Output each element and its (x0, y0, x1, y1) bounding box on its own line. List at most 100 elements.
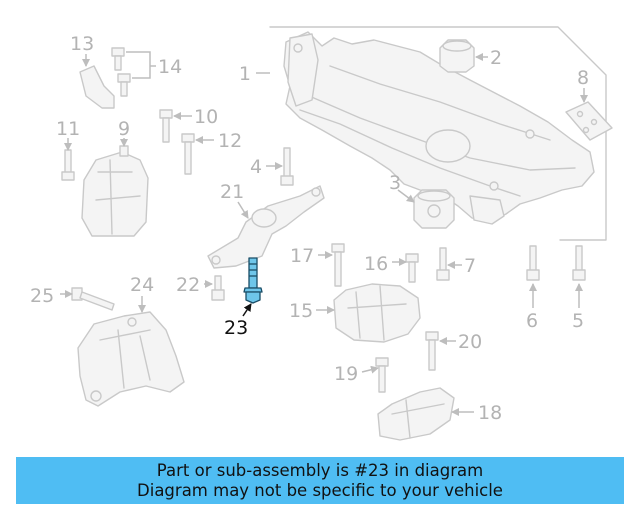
callout-1: 1 (239, 63, 251, 85)
part-23-bolt-highlighted (243, 257, 263, 304)
leader-lines (60, 51, 588, 416)
caption-line-2: Diagram may not be specific to your vehi… (137, 480, 503, 500)
bolt-5-head (572, 269, 586, 281)
callout-8: 8 (577, 67, 589, 89)
callout-3: 3 (389, 172, 401, 194)
bolt-12-head (181, 133, 195, 143)
bracket-18-body (377, 387, 455, 441)
bracket-24-body (77, 311, 185, 407)
part-25-bolt (71, 287, 115, 311)
subframe-rear-foot (469, 195, 505, 225)
part-13-bracket (79, 65, 115, 109)
bolt-14a-shank (114, 55, 122, 71)
callout-13: 13 (70, 33, 94, 55)
callout-20: 20 (458, 331, 482, 353)
callout-6: 6 (526, 310, 538, 332)
bolt-14a-head (111, 47, 125, 57)
bolt-7-head (436, 269, 450, 281)
part-3-bushing (413, 189, 455, 229)
part-18-bracket (377, 387, 455, 441)
leader-21 (237, 201, 249, 219)
bolt-20-head (425, 331, 439, 341)
callout-24: 24 (130, 274, 154, 296)
plate-8-hole-2 (590, 118, 598, 126)
bushing-3-top (417, 190, 451, 202)
bolt-16-shank (408, 261, 416, 283)
plate-8-hole-1 (576, 110, 584, 118)
subframe-rib-2 (329, 65, 551, 141)
callout-23: 23 (224, 317, 248, 339)
part-7-bolt (436, 247, 450, 281)
callout-21: 21 (220, 181, 244, 203)
callout-14: 14 (158, 56, 182, 78)
mount-15-detail (347, 285, 407, 341)
bolt-25-shank (79, 291, 115, 311)
bolt-6-head (526, 269, 540, 281)
mount-9-body (81, 151, 149, 237)
callout-22: 22 (176, 274, 200, 296)
leader-3 (397, 189, 415, 203)
part-8-plate (565, 101, 613, 141)
bracket-24-hole-2 (127, 317, 137, 327)
bracket-24-hole-1 (90, 390, 102, 402)
bolt-10-head (159, 109, 173, 119)
caption-line-1: Part or sub-assembly is #23 in diagram (156, 460, 484, 480)
bolt-4-head (280, 175, 294, 186)
bolt-14b-shank (120, 81, 128, 97)
bolt-16-head (405, 253, 419, 263)
part-22-bolt (211, 275, 225, 301)
bolt-17-shank (334, 251, 342, 287)
subframe-outline-box (269, 26, 607, 241)
part-21-torque-arm (207, 185, 325, 269)
bracket-24-detail (99, 329, 151, 389)
part-16-bolt (405, 253, 419, 283)
bolt-10-shank (162, 117, 170, 143)
part-1-subframe (269, 26, 607, 241)
plate-8-body (565, 101, 613, 141)
bolt-14b-head (117, 73, 131, 83)
bolt-17-head (331, 243, 345, 253)
callout-12: 12 (218, 130, 242, 152)
bolt-23-head (245, 291, 261, 304)
part-20-bolt (425, 331, 439, 371)
part-6-bolt (526, 245, 540, 281)
leader-23 (242, 303, 252, 317)
bolt-5-shank (575, 245, 583, 273)
callout-16: 16 (364, 253, 388, 275)
part-15-mount (333, 283, 421, 343)
part-17-bolt (331, 243, 345, 287)
callout-2: 2 (490, 47, 502, 69)
part-5-bolt (572, 245, 586, 281)
subframe-bolt-hole-2 (525, 129, 535, 139)
part-19-bolt (375, 357, 389, 393)
mount-9-stud (119, 145, 129, 157)
torque-arm-end-hole (211, 255, 221, 265)
callout-5: 5 (572, 310, 584, 332)
callout-25: 25 (30, 285, 54, 307)
bracket-13-body (79, 65, 115, 109)
bolt-23-shank (248, 257, 258, 289)
mount-15-body (333, 283, 421, 343)
bolt-19-head (375, 357, 389, 367)
bolt-11-head (61, 171, 75, 181)
caption-bar: Part or sub-assembly is #23 in diagram D… (16, 457, 624, 504)
callout-18: 18 (478, 402, 502, 424)
bushing-2-top (442, 40, 472, 52)
callout-10: 10 (194, 106, 218, 128)
part-14-bolts (111, 47, 131, 97)
callout-17: 17 (290, 245, 314, 267)
bolt-20-shank (428, 339, 436, 371)
part-11-bolt (61, 149, 75, 181)
bolt-4-shank (283, 147, 291, 179)
callout-11: 11 (56, 118, 80, 140)
subframe-body (283, 31, 595, 223)
callout-7: 7 (464, 255, 476, 277)
leader-14-bracket (126, 51, 156, 79)
bolt-23-washer (243, 287, 263, 293)
torque-arm-front-hole (311, 187, 321, 197)
callout-9: 9 (118, 118, 130, 140)
part-4-bolt (280, 147, 294, 186)
callout-labels: 1 2 3 4 5 6 7 8 9 10 11 12 13 14 15 16 1… (30, 33, 589, 424)
subframe-bolt-hole-1 (293, 43, 303, 53)
